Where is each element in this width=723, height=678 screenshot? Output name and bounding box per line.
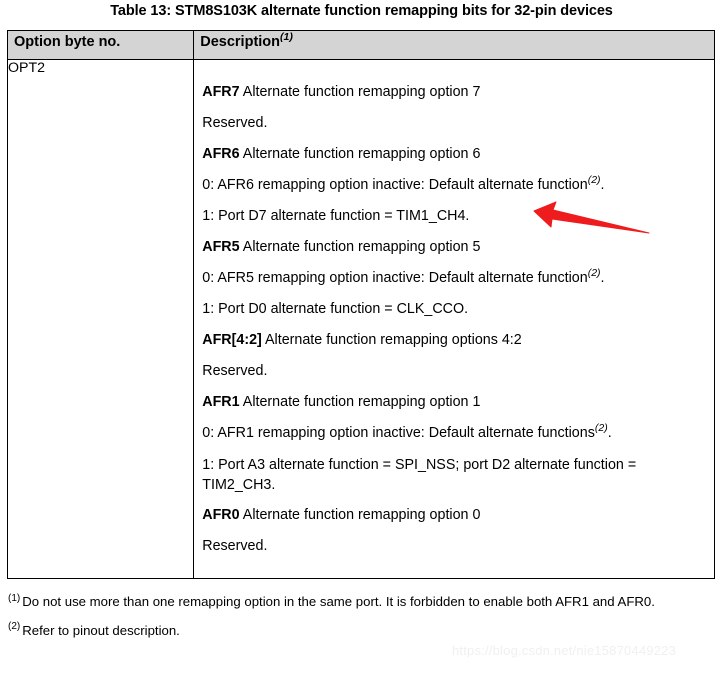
footnote-marker: (1) (8, 592, 21, 604)
description-line-text: 0: AFR1 remapping option inactive: Defau… (202, 425, 595, 441)
watermark: https://blog.csdn.net/nie15870449223 (452, 643, 677, 658)
description-line: Reserved. (202, 108, 708, 139)
table-caption: Table 13: STM8S103K alternate function r… (110, 3, 613, 19)
footnote-marker: (2) (587, 267, 601, 280)
footnote-marker: (2) (594, 422, 608, 435)
description-line-bold-label: AFR6 (202, 146, 240, 162)
description-line: AFR5 Alternate function remapping option… (202, 232, 708, 263)
description-line: Reserved. (202, 356, 708, 387)
cell-description: AFR7 Alternate function remapping option… (193, 59, 715, 579)
description-line-text: Alternate function remapping options 4:2 (261, 332, 522, 348)
description-line-tail: . (607, 425, 612, 441)
description-line-bold-label: AFR7 (202, 84, 240, 100)
description-line-text: 1: Port D0 alternate function = CLK_CCO. (202, 301, 469, 317)
description-line: 1: Port D0 alternate function = CLK_CCO. (202, 294, 708, 325)
description-line: 1: Port A3 alternate function = SPI_NSS;… (202, 455, 708, 495)
description-line: 0: AFR6 remapping option inactive: Defau… (202, 170, 708, 201)
description-line-text: Reserved. (202, 538, 268, 554)
description-line: AFR1 Alternate function remapping option… (202, 387, 708, 418)
description-line-tail: . (600, 177, 605, 193)
description-line: 0: AFR1 remapping option inactive: Defau… (202, 418, 708, 449)
description-line: Reserved. (202, 531, 708, 562)
description-line-list: AFR7 Alternate function remapping option… (194, 60, 714, 578)
description-line-text: 0: AFR6 remapping option inactive: Defau… (202, 177, 588, 193)
description-line-bold-label: AFR1 (202, 394, 240, 410)
footnote-text: Refer to pinout description. (22, 622, 180, 638)
description-line-bold-label: AFR[4:2] (202, 332, 262, 348)
column-header-option-byte-label: Option byte no. (14, 34, 121, 50)
description-line: 0: AFR5 remapping option inactive: Defau… (202, 263, 708, 294)
description-line-text: Alternate function remapping option 7 (239, 84, 481, 100)
table-row: OPT2 AFR7 Alternate function remapping o… (6, 59, 715, 579)
description-line: 1: Port D7 alternate function = TIM1_CH4… (202, 201, 708, 232)
description-line-text: 1: Port D7 alternate function = TIM1_CH4… (202, 208, 470, 224)
footnote-marker: (2) (8, 621, 21, 633)
cell-option-byte: OPT2 (6, 59, 195, 579)
description-line-bold-label: AFR5 (202, 239, 240, 255)
description-line: AFR6 Alternate function remapping option… (202, 139, 708, 170)
table-header-row: Option byte no. Description(1) (6, 30, 715, 60)
description-line-text: Alternate function remapping option 0 (239, 507, 481, 523)
column-header-description-label: Description (200, 34, 281, 50)
remapping-bits-table: Option byte no. Description(1) OPT2 AFR7… (6, 30, 715, 579)
description-line-text: 1: Port A3 alternate function = SPI_NSS;… (202, 457, 637, 493)
description-line: AFR0 Alternate function remapping option… (202, 500, 708, 531)
description-line-text: Reserved. (202, 115, 268, 131)
column-header-description: Description(1) (193, 30, 715, 60)
footnote-text: Do not use more than one remapping optio… (22, 594, 655, 609)
description-line-text: Reserved. (202, 363, 268, 379)
footnote: (2)Refer to pinout description. (8, 621, 714, 641)
footnote-marker: (2) (587, 174, 601, 187)
description-line: AFR7 Alternate function remapping option… (202, 77, 708, 108)
description-line-tail: . (600, 270, 605, 286)
footnote: (1)Do not use more than one remapping op… (8, 592, 714, 612)
column-header-option-byte: Option byte no. (6, 30, 195, 60)
description-line-text: Alternate function remapping option 6 (239, 146, 481, 162)
column-header-description-footnote-marker: (1) (280, 31, 293, 44)
footnotes: (1)Do not use more than one remapping op… (8, 592, 714, 649)
description-line: AFR[4:2] Alternate function remapping op… (202, 325, 708, 356)
description-line-text: Alternate function remapping option 5 (239, 239, 481, 255)
description-line-text: Alternate function remapping option 1 (239, 394, 481, 410)
description-line-bold-label: AFR0 (202, 507, 240, 523)
description-line-text: 0: AFR5 remapping option inactive: Defau… (202, 270, 588, 286)
